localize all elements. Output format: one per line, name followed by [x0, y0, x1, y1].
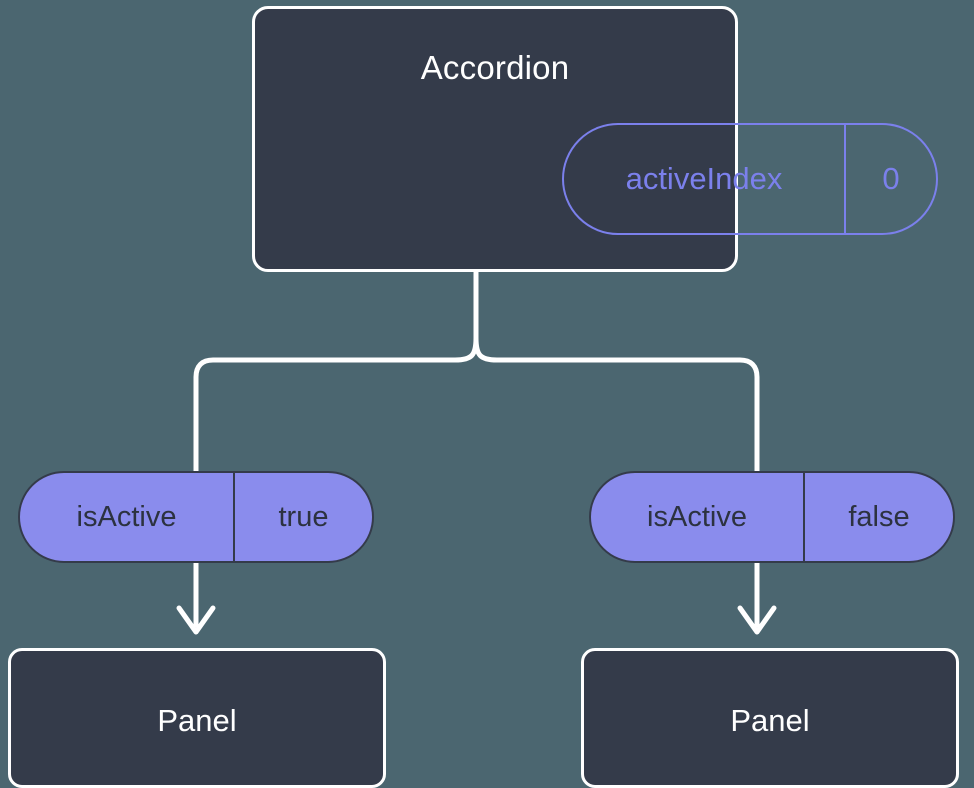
arrow-head-left	[176, 605, 216, 635]
branch-connector-path-left	[193, 335, 479, 474]
component-title-panel-left: Panel	[157, 703, 237, 738]
diagram-canvas: Accordion activeIndex 0 isActive true is…	[8, 6, 959, 788]
component-card-panel-left[interactable]: Panel	[8, 648, 386, 788]
prop-pill-isactive-true[interactable]: isActive true	[18, 471, 374, 563]
prop-pill-key: isActive	[591, 473, 805, 561]
prop-pill-key: isActive	[20, 473, 235, 561]
state-pill-activeindex[interactable]: activeIndex 0	[562, 123, 938, 235]
state-pill-value: 0	[882, 161, 900, 196]
component-title-accordion: Accordion	[420, 49, 570, 86]
component-title-panel-right: Panel	[730, 703, 810, 738]
component-card-panel-right[interactable]: Panel	[581, 648, 959, 788]
arrow-head-right	[737, 605, 777, 635]
prop-pill-value: true	[278, 500, 329, 533]
state-pill-key: activeIndex	[564, 125, 846, 233]
prop-pill-value: false	[848, 500, 910, 533]
prop-pill-isactive-false[interactable]: isActive false	[589, 471, 955, 563]
component-card-accordion[interactable]: Accordion activeIndex 0	[252, 6, 938, 272]
branch-connector-path	[473, 269, 760, 474]
